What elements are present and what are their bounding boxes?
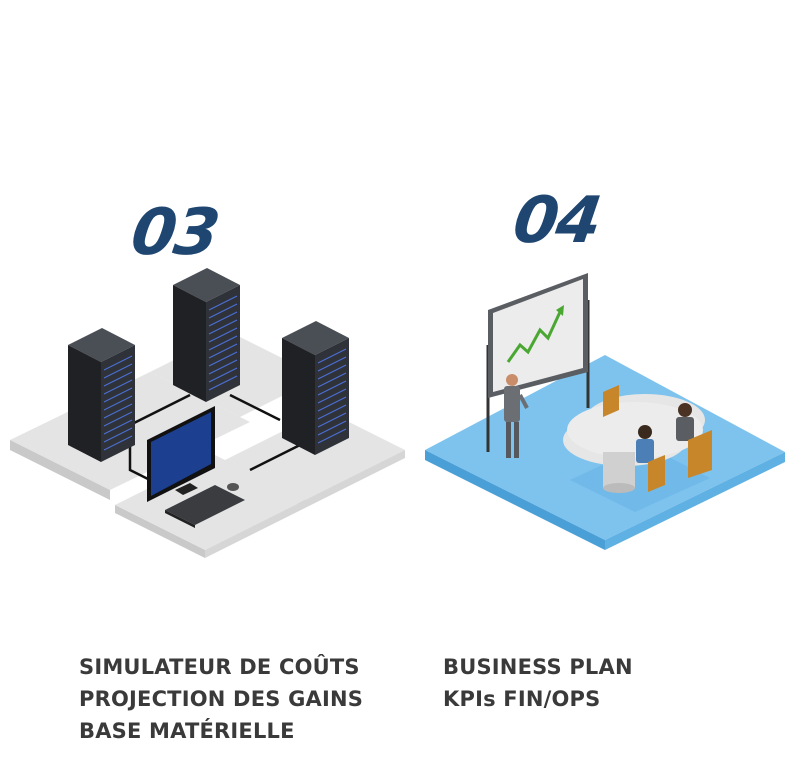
panel-03: 03 SIMULATEUR DE COÛTS PROJECTION DES GA… bbox=[0, 0, 420, 743]
trend-arrow-icon bbox=[506, 311, 562, 363]
step-number-03: 03 bbox=[126, 196, 223, 270]
whiteboard-icon bbox=[486, 273, 590, 452]
label-line: PROJECTION DES GAINS bbox=[79, 687, 364, 711]
seated-person-2 bbox=[636, 425, 665, 492]
chair-back bbox=[603, 385, 619, 417]
label-line: SIMULATEUR DE COÛTS bbox=[79, 655, 360, 679]
server-rack-right bbox=[282, 321, 349, 455]
meeting-table bbox=[563, 394, 705, 493]
step-number-04: 04 bbox=[508, 184, 605, 258]
workstation-monitor bbox=[147, 406, 215, 502]
label-line: BUSINESS PLAN bbox=[443, 655, 633, 679]
server-room-icon bbox=[10, 268, 405, 558]
meeting-room-icon bbox=[425, 273, 785, 550]
panel-04: 04 BUSINESS PLAN KPIs FIN/OPS bbox=[420, 0, 804, 711]
server-rack-left bbox=[68, 328, 135, 462]
seated-person-1 bbox=[676, 403, 712, 478]
server-rack-center bbox=[173, 268, 240, 402]
mouse-icon bbox=[227, 483, 239, 491]
panel-03-labels: SIMULATEUR DE COÛTS PROJECTION DES GAINS… bbox=[79, 651, 363, 747]
presenter-figure bbox=[504, 374, 529, 458]
keyboard-icon bbox=[165, 485, 245, 528]
label-line: KPIs FIN/OPS bbox=[443, 687, 601, 711]
panel-04-labels: BUSINESS PLAN KPIs FIN/OPS bbox=[443, 651, 633, 715]
label-line: BASE MATÉRIELLE bbox=[79, 719, 295, 743]
